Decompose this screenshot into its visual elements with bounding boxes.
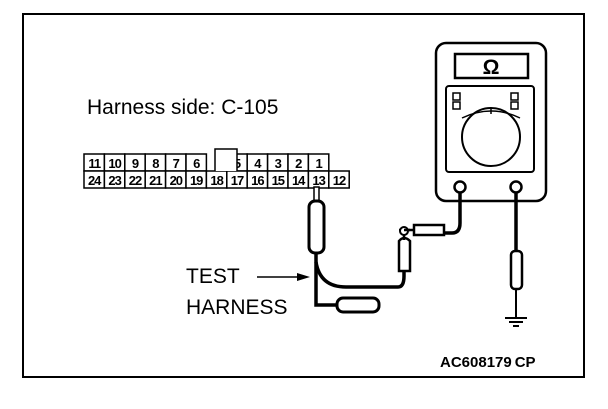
- figure-frame: [22, 13, 585, 378]
- terminal-number: 22: [129, 173, 142, 188]
- mode-indicator-4: [510, 101, 519, 110]
- terminal-number: 7: [173, 156, 180, 171]
- terminal-number: 4: [254, 156, 262, 171]
- meter-leads: [444, 193, 518, 251]
- mode-indicator-3: [510, 92, 519, 101]
- figure-code-suffix: CP: [515, 354, 536, 371]
- terminal-number: 12: [333, 173, 346, 188]
- terminal-number: 10: [108, 156, 121, 171]
- terminal-number: 17: [231, 173, 244, 188]
- terminal-number: 5: [234, 156, 241, 171]
- connector-lock-tab: [214, 148, 238, 171]
- probe-handle: [307, 199, 326, 255]
- com-jack: [453, 180, 467, 194]
- terminal-number: 18: [210, 173, 223, 188]
- test-harness-wires: [314, 253, 406, 307]
- ground-probe: [509, 249, 524, 318]
- meter-lead-plug: [404, 223, 446, 237]
- terminal-number: 24: [88, 173, 102, 188]
- dial-arc: [461, 110, 521, 119]
- figure-code-number: AC608179: [440, 354, 512, 371]
- terminal-number: 13: [312, 173, 325, 188]
- terminal-number: 6: [193, 156, 200, 171]
- connector-bottom-row: 24 23 22 21 20 19 18 17 16 15 14 13 12: [83, 170, 350, 189]
- ground-icon: [505, 317, 527, 327]
- terminal-number: 21: [149, 173, 162, 188]
- terminal-number: 9: [132, 156, 139, 171]
- terminal-number: 15: [272, 173, 285, 188]
- terminal-number: 19: [190, 173, 203, 188]
- terminal-number: 2: [295, 156, 302, 171]
- mode-indicator-1: [452, 92, 461, 101]
- terminal-number: 11: [88, 156, 101, 171]
- terminal-number: 16: [251, 173, 264, 188]
- test-label-line2: HARNESS: [186, 296, 288, 319]
- label-arrow: [257, 273, 310, 281]
- terminal-number: 20: [170, 173, 183, 188]
- ohm-jack: [509, 180, 523, 194]
- com-lead-wire: [444, 193, 462, 235]
- alligator-clip-upper: [397, 226, 412, 273]
- harness-side-label: Harness side: C-105: [87, 96, 278, 119]
- connector-bottom-cell: [328, 170, 350, 189]
- terminal-number: 1: [315, 156, 322, 171]
- mode-indicator-2: [452, 101, 461, 110]
- alligator-clip-lower: [335, 296, 381, 314]
- ohm-display: [453, 52, 530, 80]
- terminal-number: 23: [108, 173, 121, 188]
- ohm-symbol: Ω: [483, 56, 500, 79]
- selector-dial: [461, 107, 521, 167]
- terminal-number: 8: [152, 156, 159, 171]
- multimeter: Ω: [434, 41, 548, 203]
- terminal-number: 3: [275, 156, 282, 171]
- test-label-line1: TEST: [186, 265, 240, 288]
- terminal-number: 14: [292, 173, 306, 188]
- test-probe: [307, 186, 326, 255]
